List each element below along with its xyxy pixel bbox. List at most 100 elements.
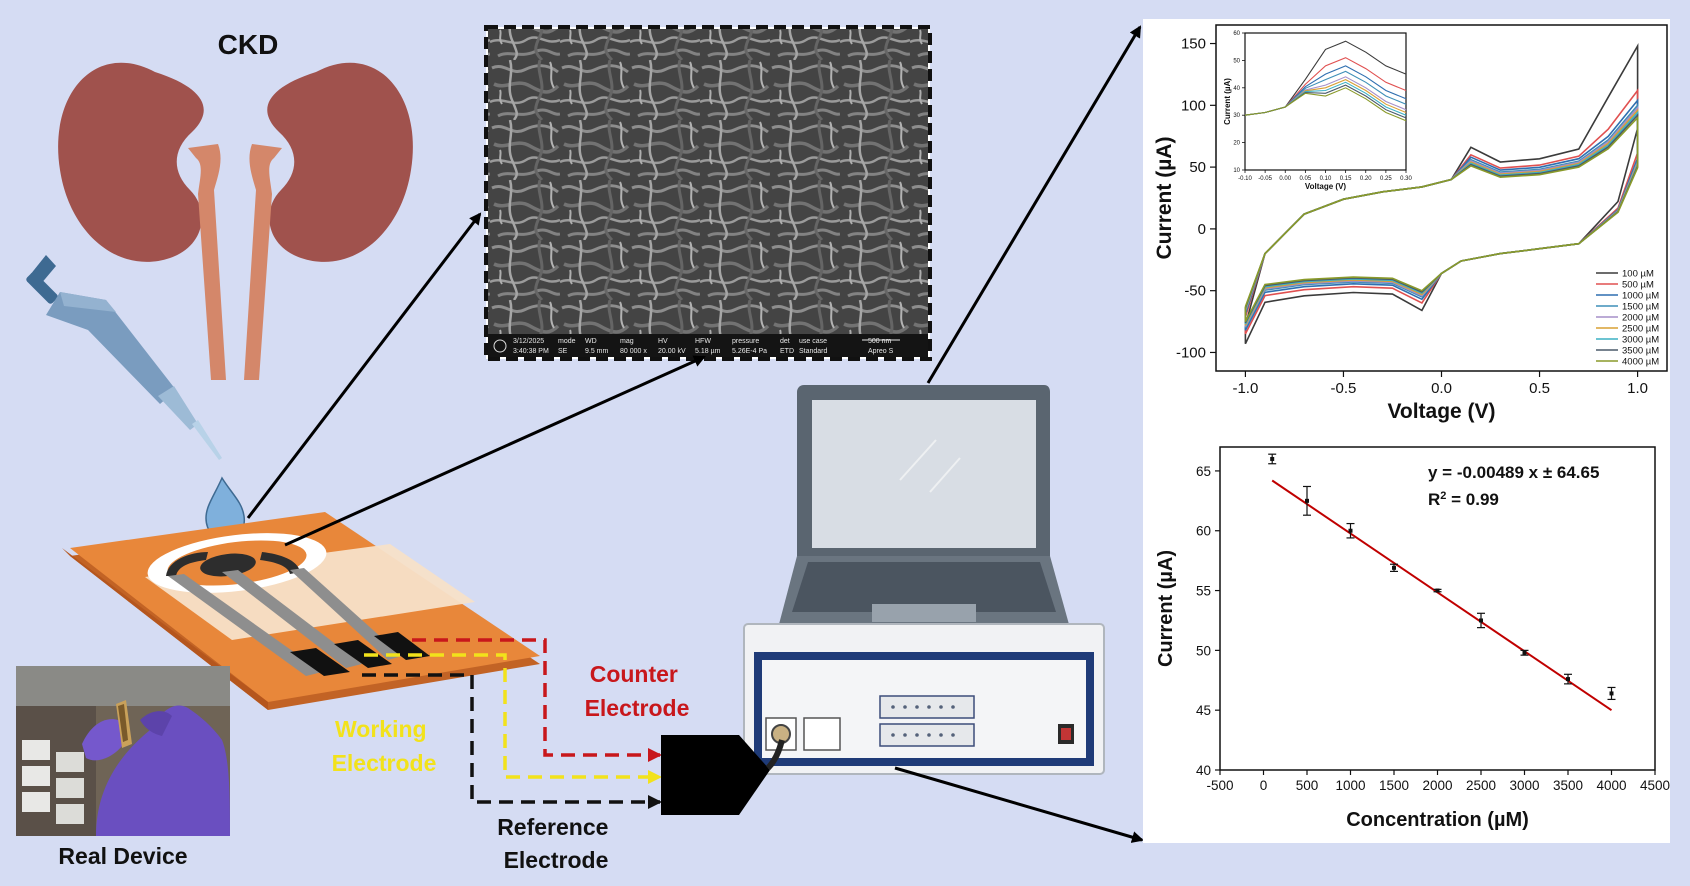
arrow-drop-to-sem bbox=[246, 212, 482, 519]
cv-x-tick-label: 1.0 bbox=[1627, 380, 1648, 397]
cv-inset-x-tick-label: 0.15 bbox=[1340, 176, 1352, 182]
working-electrode-label: Working Electrode bbox=[332, 716, 437, 776]
arrow-electrode-to-sem bbox=[284, 355, 706, 547]
kidneys-illustration bbox=[58, 62, 413, 380]
arrow-laptop-to-cv bbox=[926, 25, 1142, 384]
counter-electrode-line1: Counter bbox=[590, 661, 678, 687]
cv-x-tick-label: 0.0 bbox=[1431, 380, 1452, 397]
cable-connector-icon bbox=[661, 735, 770, 815]
real-device-photo bbox=[16, 666, 230, 836]
left-kidney-icon bbox=[58, 62, 204, 262]
right-kidney-icon bbox=[267, 62, 413, 262]
cv-inset-frame bbox=[1244, 32, 1407, 171]
cv-inset-x-tick-label: 0.00 bbox=[1279, 176, 1291, 182]
cal-data-point bbox=[1522, 650, 1527, 655]
cv-inset-y-tick-label: 20 bbox=[1233, 141, 1240, 147]
pipette-icon bbox=[26, 255, 222, 460]
cal-y-tick-label: 50 bbox=[1196, 643, 1211, 658]
cv-inset-y-tick-label: 30 bbox=[1233, 113, 1240, 119]
sem-image-panel: 3/12/2025 3:40:38 PM mode SE WD 9.5 mm m… bbox=[484, 25, 932, 361]
cv-inset-x-tick-label: 0.20 bbox=[1360, 176, 1372, 182]
cv-inset-x-tick-label: 0.10 bbox=[1320, 176, 1332, 182]
cal-data-point bbox=[1479, 618, 1483, 623]
cv-inset-x-tick-label: 0.30 bbox=[1400, 176, 1412, 182]
cal-data-point bbox=[1305, 498, 1309, 503]
cv-inset-y-tick-label: 40 bbox=[1233, 86, 1240, 92]
cv-legend-label: 2000 µM bbox=[1622, 313, 1659, 324]
laptop-keyboard bbox=[792, 562, 1056, 612]
cv-legend-label: 3500 µM bbox=[1622, 346, 1659, 357]
cal-data-point bbox=[1566, 677, 1570, 682]
cv-inset-x-tick-label: 0.05 bbox=[1300, 176, 1312, 182]
cv-inset-y-tick-label: 50 bbox=[1233, 58, 1240, 64]
cal-x-tick-label: 2500 bbox=[1466, 778, 1496, 793]
working-electrode-line1: Working bbox=[335, 716, 427, 742]
cv-x-tick-label: 0.5 bbox=[1529, 380, 1550, 397]
cal-equation: y = -0.00489 x ± 64.65 bbox=[1428, 463, 1599, 482]
cal-y-tick-label: 60 bbox=[1196, 524, 1211, 539]
cal-data-point bbox=[1435, 588, 1440, 593]
flow-arrows bbox=[246, 25, 1144, 843]
cv-inset-x-tick-label: -0.10 bbox=[1238, 176, 1252, 182]
working-electrode-line2: Electrode bbox=[332, 750, 437, 776]
real-device-label: Real Device bbox=[58, 843, 187, 869]
cv-y-tick-label: 100 bbox=[1181, 97, 1206, 114]
cv-inset-curve bbox=[1244, 87, 1407, 122]
cv-inset-x-tick-label: -0.05 bbox=[1258, 176, 1272, 182]
cv-legend-label: 1000 µM bbox=[1622, 291, 1659, 302]
cal-y-tick-label: 55 bbox=[1196, 584, 1211, 599]
cal-x-tick-label: 4000 bbox=[1596, 778, 1626, 793]
cv-inset-y-axis-label: Current (µA) bbox=[1223, 78, 1232, 125]
laptop-icon bbox=[778, 385, 1070, 636]
cal-x-tick-label: 3500 bbox=[1553, 778, 1583, 793]
cal-x-tick-label: 500 bbox=[1296, 778, 1319, 793]
cal-x-tick-label: 4500 bbox=[1640, 778, 1670, 793]
cv-inset-y-tick-label: 10 bbox=[1233, 168, 1240, 174]
counter-electrode-line2: Electrode bbox=[585, 695, 690, 721]
cal-x-axis-label: Concentration (µM) bbox=[1346, 809, 1529, 831]
cal-fit-line bbox=[1271, 479, 1613, 712]
counter-electrode-label: Counter Electrode bbox=[585, 661, 690, 721]
cal-y-axis-label: Current (µA) bbox=[1155, 550, 1177, 667]
cv-y-tick-label: -50 bbox=[1184, 283, 1206, 300]
connection-lines bbox=[362, 638, 662, 809]
cv-inset-y-tick-label: 60 bbox=[1233, 31, 1240, 37]
cal-r-squared: R2 = 0.99 bbox=[1428, 490, 1499, 509]
working-electrode-line bbox=[364, 653, 662, 784]
cv-x-tick-label: -0.5 bbox=[1331, 380, 1357, 397]
left-ureter-icon bbox=[188, 144, 226, 380]
cal-data-point bbox=[1270, 456, 1275, 461]
cv-legend-label: 2500 µM bbox=[1622, 324, 1659, 335]
ckd-label: CKD bbox=[218, 29, 279, 60]
arrow-potentiostat-to-calibration bbox=[894, 766, 1144, 843]
cv-y-tick-label: -100 bbox=[1176, 344, 1206, 361]
cv-y-tick-label: 0 bbox=[1198, 221, 1206, 238]
cal-x-tick-label: 1000 bbox=[1335, 778, 1365, 793]
cv-inset-x-axis-label: Voltage (V) bbox=[1305, 182, 1347, 191]
cal-y-tick-label: 65 bbox=[1196, 464, 1211, 479]
laptop-trackpad bbox=[872, 604, 976, 622]
laptop-screen bbox=[812, 400, 1036, 548]
right-ureter-icon bbox=[244, 144, 282, 380]
fei-logo-icon bbox=[493, 339, 507, 353]
cal-x-tick-label: 2000 bbox=[1422, 778, 1452, 793]
cv-legend-label: 4000 µM bbox=[1622, 357, 1659, 368]
cv-legend-label: 500 µM bbox=[1622, 280, 1654, 291]
cal-data-point bbox=[1609, 691, 1614, 696]
power-button-icon bbox=[1061, 728, 1071, 740]
sem-info-bar bbox=[488, 334, 928, 357]
screen-printed-electrode bbox=[62, 512, 540, 710]
calibration-chart-background bbox=[1143, 425, 1670, 843]
cv-legend-label: 1500 µM bbox=[1622, 302, 1659, 313]
cv-x-tick-label: -1.0 bbox=[1232, 380, 1258, 397]
cv-inset-x-tick-label: 0.25 bbox=[1380, 176, 1392, 182]
cal-data-point bbox=[1392, 565, 1396, 570]
reference-electrode-line1: Reference bbox=[497, 814, 608, 840]
cal-y-tick-label: 45 bbox=[1196, 703, 1211, 718]
cal-x-tick-label: 3000 bbox=[1509, 778, 1539, 793]
reference-electrode-line bbox=[362, 673, 662, 809]
cv-y-tick-label: 50 bbox=[1189, 159, 1206, 176]
cv-x-axis-label: Voltage (V) bbox=[1387, 400, 1495, 423]
